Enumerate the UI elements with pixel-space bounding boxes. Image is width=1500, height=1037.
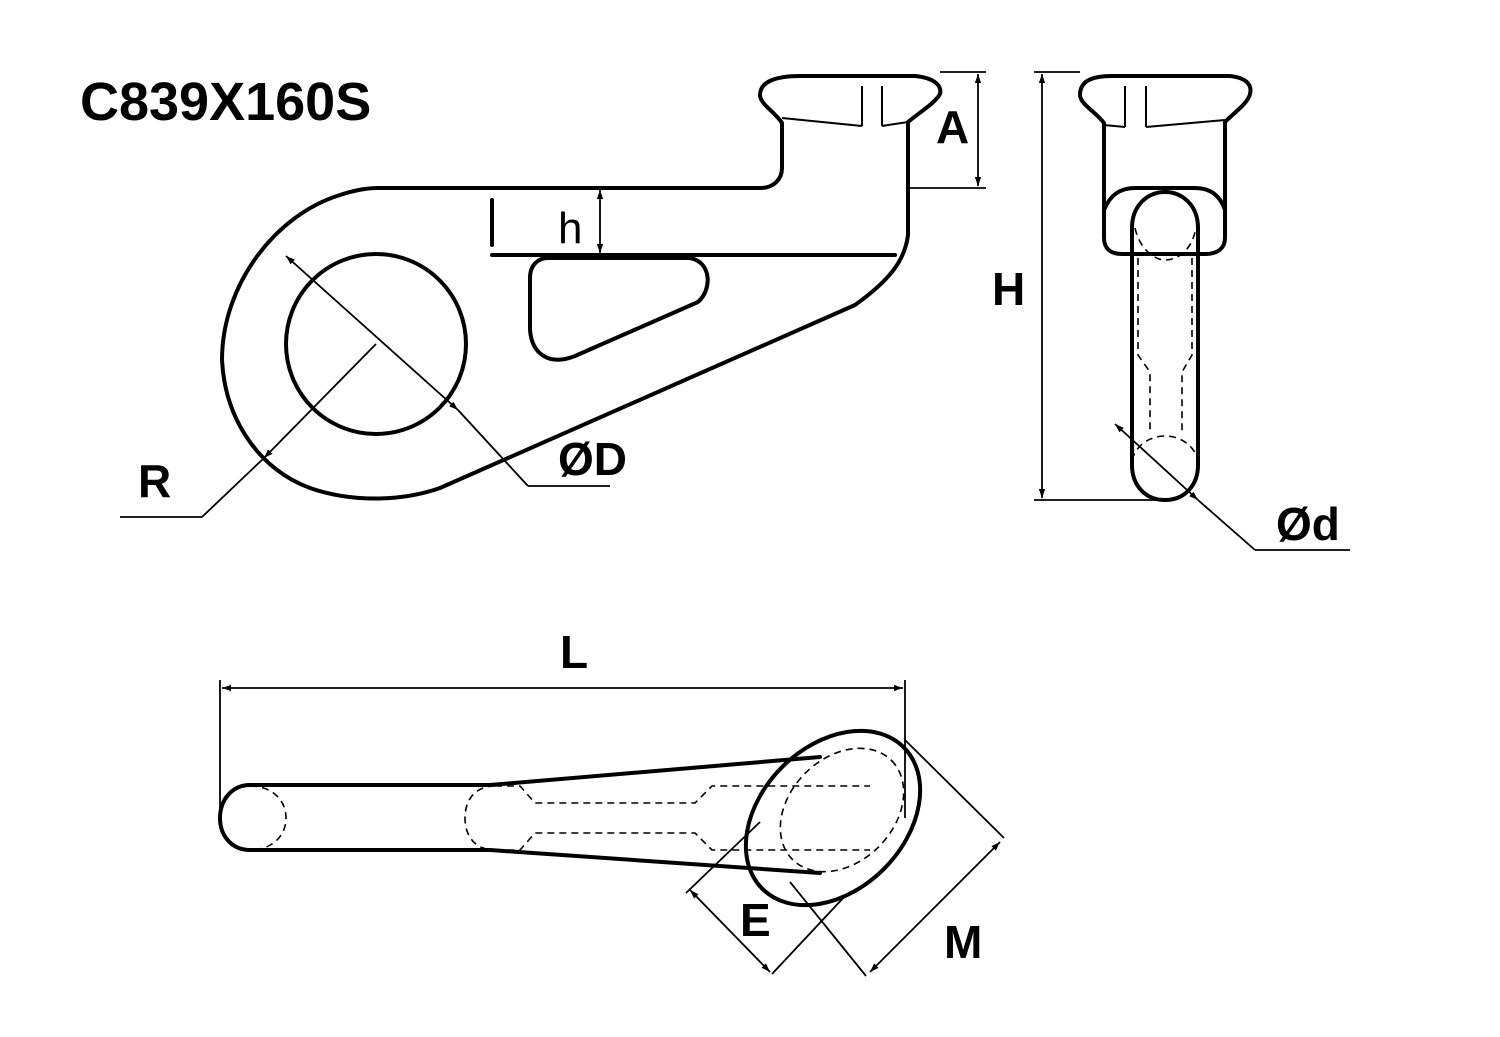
dimension-eye-diameter: ØD	[285, 255, 627, 487]
side-head-detail	[1103, 124, 1126, 128]
head-detail-line	[781, 117, 863, 127]
dimension-e-label: E	[740, 894, 771, 946]
dimension-radius-label: R	[138, 455, 171, 507]
side-hidden-line	[1137, 258, 1151, 432]
dimension-radius: R	[120, 343, 377, 518]
dimension-m: M	[789, 739, 1005, 977]
top-hidden-line	[495, 832, 870, 851]
front-view	[220, 74, 943, 501]
triangular-window	[528, 256, 710, 362]
top-view-body	[218, 755, 822, 875]
side-view-collar	[1102, 186, 1227, 212]
dimension-length: L	[219, 626, 906, 818]
dimension-height: H	[992, 71, 1165, 501]
dimension-h-small-label: h	[558, 204, 582, 253]
dimension-e: E	[685, 821, 847, 975]
part-number-title: C839X160S	[80, 72, 371, 132]
top-hidden-line	[464, 785, 496, 851]
dimension-height-label: H	[992, 263, 1025, 315]
top-hidden-line	[249, 785, 287, 851]
front-view-outline	[220, 74, 943, 501]
dimension-a-label: A	[936, 101, 969, 153]
dimension-m-label: M	[944, 916, 982, 968]
side-hidden-line	[1181, 258, 1193, 432]
head-detail-line	[881, 121, 909, 127]
dimension-eye-diameter-label: ØD	[558, 433, 627, 485]
dimension-h-small: h	[558, 190, 604, 253]
top-hidden-line	[495, 785, 870, 804]
dimension-length-label: L	[560, 626, 588, 678]
top-view	[218, 728, 923, 908]
dimension-shank-diameter-label: Ød	[1276, 498, 1340, 550]
side-view	[1078, 74, 1253, 502]
side-hidden-line	[1134, 227, 1197, 261]
dimension-shank-diameter: Ød	[1114, 423, 1350, 551]
side-head-detail	[1145, 119, 1226, 128]
dimension-a: A	[908, 71, 986, 189]
side-view-shank	[1130, 190, 1200, 502]
side-view-head-outline	[1078, 74, 1253, 256]
